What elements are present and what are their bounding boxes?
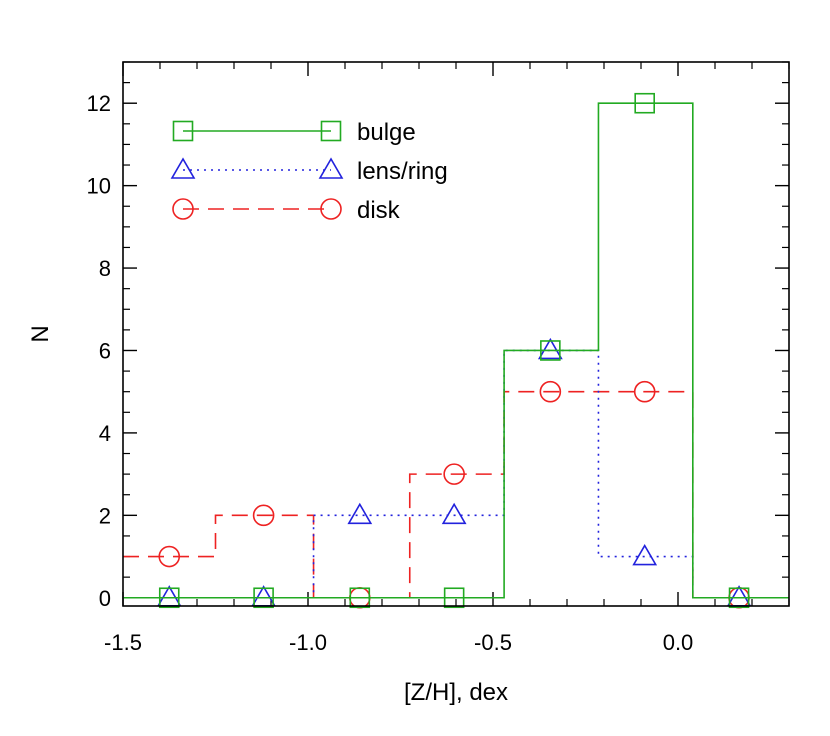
legend-item: bulge: [172, 119, 416, 146]
y-tick-label: 2: [99, 503, 111, 528]
x-tick-label: 0.0: [663, 630, 694, 655]
legend-marker-circle: [320, 198, 342, 220]
data-point-square: [158, 587, 180, 609]
data-point-square: [253, 587, 274, 609]
data-point-triangle: [441, 502, 467, 525]
data-point-triangle: [156, 585, 182, 607]
data-point-triangle: [632, 543, 658, 566]
series-disk: [123, 380, 789, 609]
x-axis-label: [Z/H], dex: [404, 679, 508, 706]
plot-frame: [122, 61, 790, 607]
data-point-square: [349, 587, 371, 609]
legend-marker-triangle: [318, 157, 344, 179]
series-lens-ring: [123, 337, 789, 607]
y-tick-label: 10: [87, 174, 111, 199]
data-point-circle: [443, 463, 465, 485]
data-point-square: [634, 92, 656, 114]
legend-label: bulge: [357, 119, 416, 146]
legend: bulge lens/ring disk: [170, 119, 448, 224]
data-point-square: [540, 340, 561, 361]
data-point-circle: [633, 380, 656, 403]
y-tick-label: 8: [99, 256, 111, 281]
x-tick-label: -1.5: [104, 630, 142, 655]
x-tick-label: -0.5: [474, 630, 512, 655]
histogram-step-line: [123, 102, 789, 599]
data-point-triangle: [537, 337, 563, 360]
y-tick-label: 0: [99, 586, 111, 611]
data-point-circle: [252, 504, 275, 527]
x-tick-label: -1.0: [289, 630, 327, 655]
legend-marker-square: [172, 120, 194, 142]
y-tick-label: 6: [99, 338, 111, 363]
legend-marker-triangle: [170, 157, 196, 179]
series-bulge: [123, 92, 789, 609]
legend-marker-square: [320, 120, 342, 142]
histogram-step-line: [123, 390, 789, 599]
data-point-circle: [539, 380, 562, 403]
legend-item: disk: [172, 197, 401, 224]
tick-marks-layer: [122, 61, 790, 606]
data-point-triangle: [347, 502, 373, 525]
y-tick-label: 12: [87, 91, 111, 116]
data-point-square: [443, 587, 465, 609]
y-axis-label: N: [27, 325, 54, 342]
series-layer: [123, 92, 789, 609]
legend-label: lens/ring: [357, 158, 448, 185]
tick-labels-layer: -1.5 -1.0 -0.5 0.0 0 2 4 6 8 10 12: [87, 91, 694, 655]
legend-marker-circle: [172, 198, 194, 220]
legend-label: disk: [357, 197, 401, 224]
data-point-circle: [158, 545, 181, 568]
y-tick-label: 4: [99, 421, 111, 446]
data-point-square: [728, 587, 750, 609]
legend-item: lens/ring: [170, 157, 448, 185]
